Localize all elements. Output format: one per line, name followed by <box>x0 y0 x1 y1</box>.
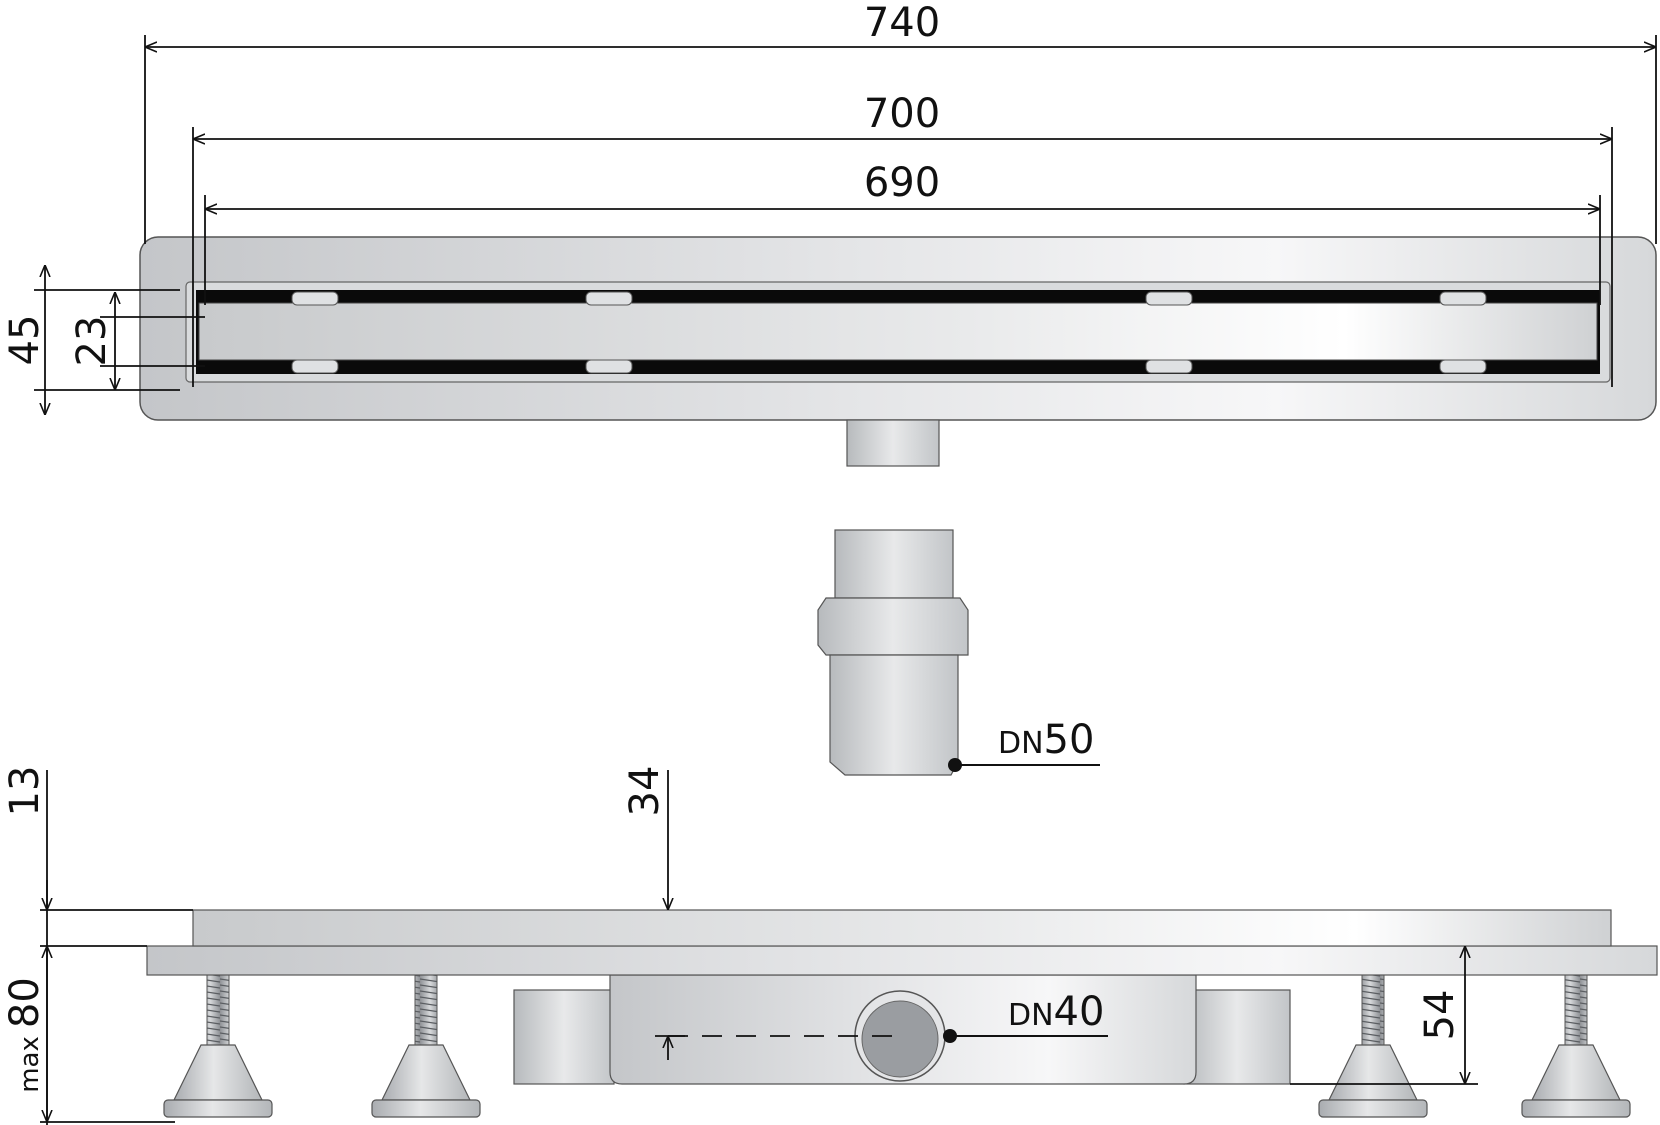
siphon-body <box>829 654 959 776</box>
dimension-labels: 740 700 690 45 23 13 34 54 max80 <box>2 0 1463 1093</box>
dn40-label: DN40 <box>1008 989 1104 1035</box>
siphon-part: DN50 <box>817 529 1100 776</box>
clip <box>585 359 633 374</box>
leveling-foot <box>1521 974 1631 1118</box>
dim-34: 34 <box>622 766 668 817</box>
leveling-foot <box>371 974 481 1118</box>
clip <box>1439 291 1487 306</box>
dn50-label: DN50 <box>998 717 1094 763</box>
dn40-outlet-bore <box>861 1000 939 1078</box>
leveling-foot <box>1318 974 1428 1118</box>
dim-45: 45 <box>2 315 48 366</box>
dimension-lines <box>34 35 1657 1125</box>
dim-13: 13 <box>2 766 48 817</box>
dim-690: 690 <box>864 160 940 206</box>
side-view: DN40 <box>146 909 1658 1118</box>
dim-740: 740 <box>864 0 940 46</box>
dim-23: 23 <box>69 316 115 367</box>
grate-clips <box>291 291 1487 374</box>
clip <box>585 291 633 306</box>
leveling-foot <box>163 974 273 1118</box>
clip <box>1145 291 1193 306</box>
clip <box>1439 359 1487 374</box>
side-pipe-left <box>513 989 615 1085</box>
side-pipe-right <box>1183 989 1291 1085</box>
siphon-collar <box>817 597 969 656</box>
side-grate <box>192 909 1612 947</box>
siphon-top-tube <box>834 529 954 599</box>
clip <box>291 359 339 374</box>
top-view <box>139 236 1657 467</box>
dim-max-80: max80 <box>2 977 48 1093</box>
grate-strip <box>198 302 1598 361</box>
outlet-stub <box>846 419 940 467</box>
clip <box>1145 359 1193 374</box>
side-flange <box>146 945 1658 976</box>
dim-700: 700 <box>864 91 940 137</box>
dim-54: 54 <box>1417 990 1463 1041</box>
clip <box>291 291 339 306</box>
